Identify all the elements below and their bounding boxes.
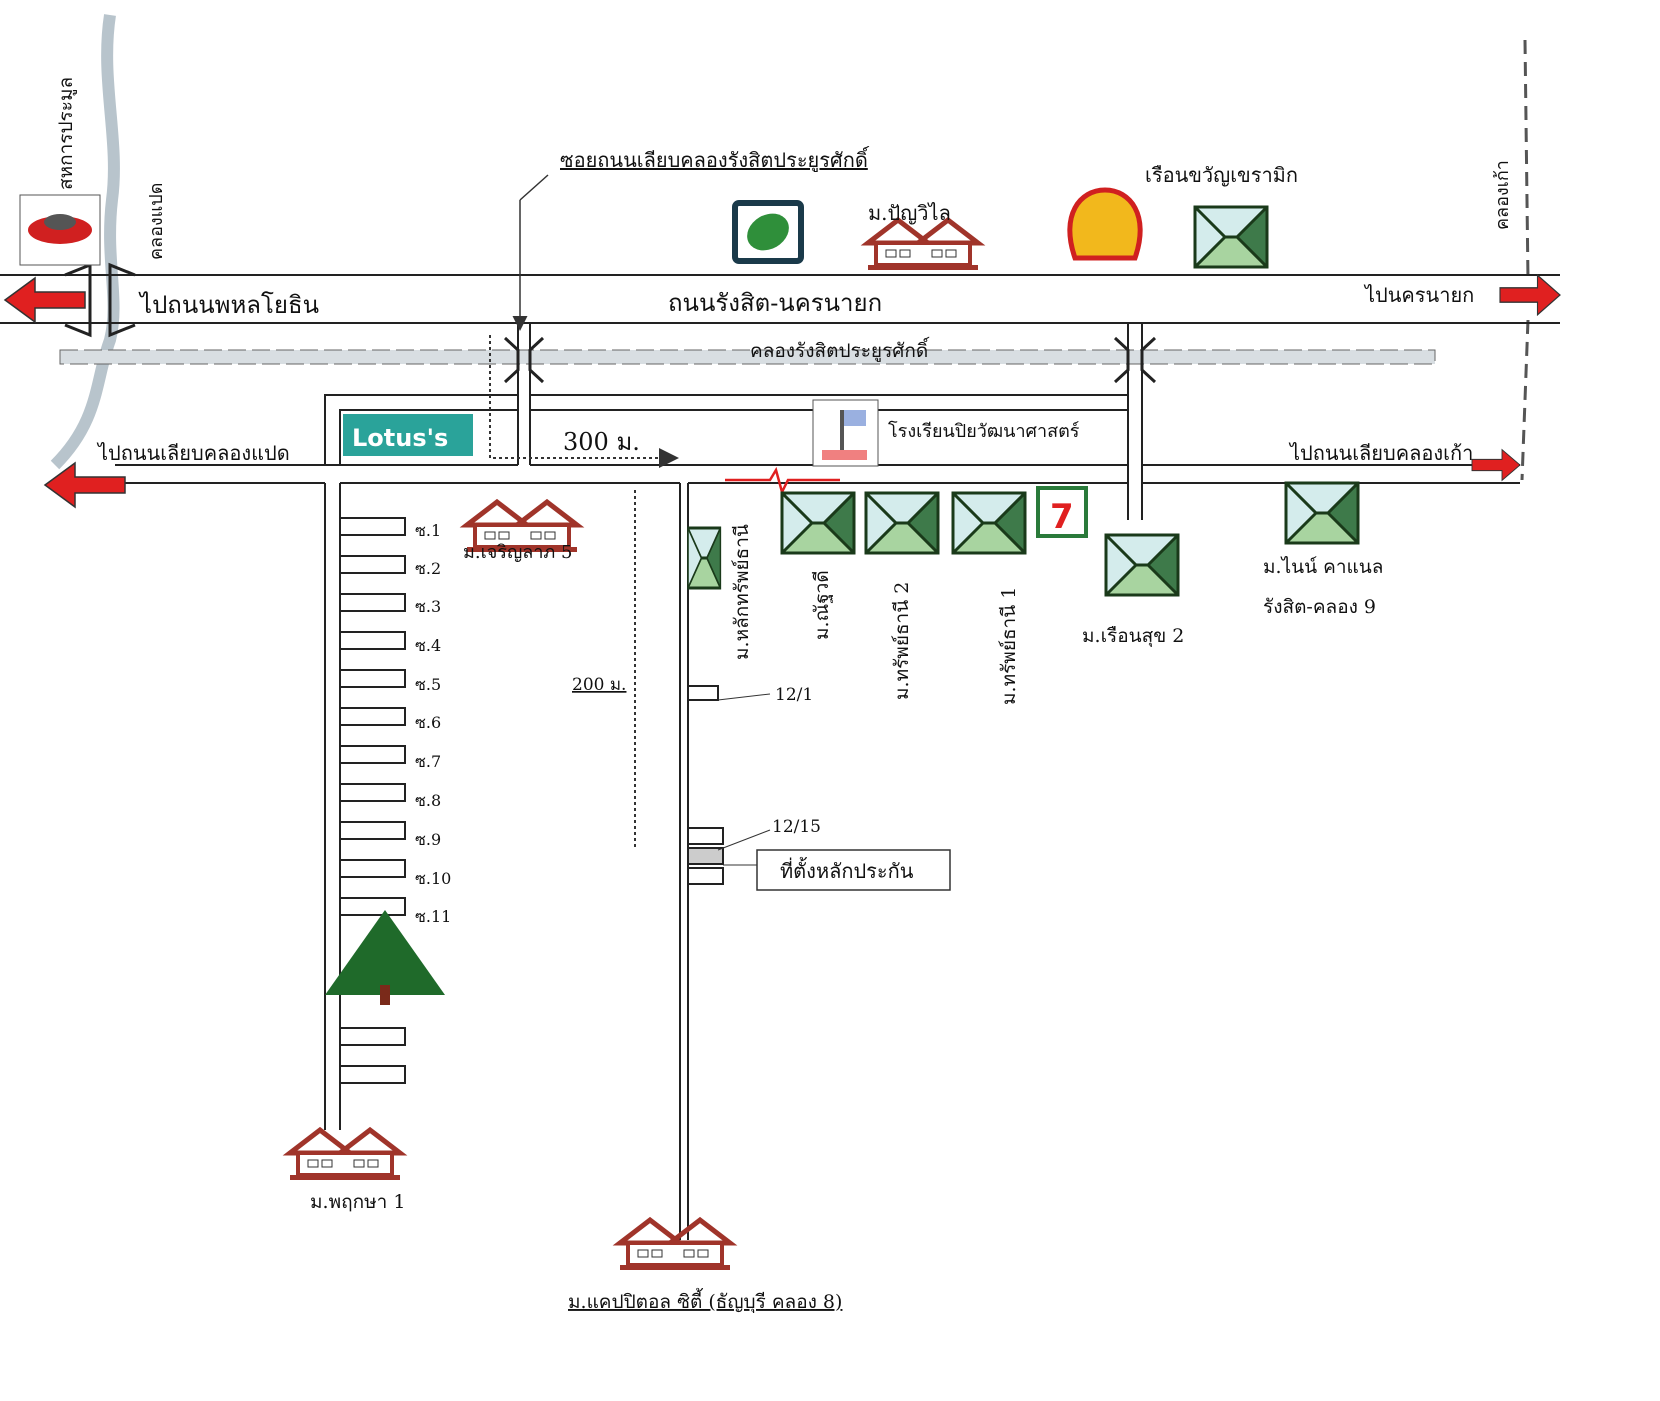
soi-label: ซ.8 [415,791,441,810]
soi-label: ซ.7 [415,752,441,771]
bangchak-logo-icon [732,200,804,264]
shell-logo-icon [1067,187,1143,261]
arrow-to-klong9-road [1471,449,1521,481]
soi-label: ซ.10 [415,869,451,888]
lak-sap-thani-label: ม.หลักทรัพย์ธานี [731,524,753,660]
house-icon [868,220,978,270]
car-auction-icon [19,194,101,266]
lotus-logo-icon [343,414,473,456]
soi-label: ซ.5 [415,675,441,694]
to-klong9-road-label: ไปถนนเลียบคลองเก้า [1288,441,1473,465]
charoen-lap-label: ม.เจริญลาภ 5 [463,542,572,563]
ruean-kwan-label: เรือนขวัญเขรามิก [1145,163,1298,187]
building-icon [686,526,722,590]
to-nakhon-nayok-label: ไปนครนายก [1363,283,1474,307]
soi-label: ซ.1 [415,521,441,540]
soi-label: ซ.4 [415,636,441,655]
house-icon [290,1130,400,1180]
nine-canal-label-1: ม.ไนน์ คาแนล [1263,556,1383,578]
building-icon [1284,481,1360,545]
soi-label: ซ.6 [415,713,441,732]
distance-200-label: 200 ม. [572,675,626,695]
to-phahon-label: ไปถนนพหลโยธิน [138,291,319,319]
collateral-label: ที่ตั้งหลักประกัน [780,857,914,883]
building-icon [780,491,856,555]
arrow-to-phahon [4,277,86,323]
house-icon [620,1220,730,1270]
break-mark [725,466,840,496]
soi-labels: ซ.1 ซ.2 ซ.3 ซ.4 ซ.5 ซ.6 ซ.7 ซ.8 ซ.9 ซ.10… [415,521,451,926]
canal-label: คลองรังสิตประยูรศักดิ์ [750,336,930,362]
klong8-label: คลองแปด [146,183,167,260]
sap-thani-2-label: ม.ทรัพย์ธานี 2 [891,582,913,700]
distance-300-label: 300 ม. [563,428,640,456]
nattawadee-label: ม.ณัฐวดี [811,570,833,640]
main-road-label: ถนนรังสิต-นครนายก [668,289,882,317]
soi-label: ซ.11 [415,907,451,926]
nine-canal-label-2: รังสิต-คลอง 9 [1263,596,1376,618]
lotus-label: Lotus's [352,424,448,452]
panya-wilai-label: ม.ปัญวิไล [868,201,951,225]
building-icon [951,491,1027,555]
klong9-label: คลองเก้า [1492,160,1513,230]
school-icon [812,399,879,467]
house-12-15-label: 12/15 [772,817,821,837]
arrow-to-nakhon-nayok [1499,274,1561,316]
soi-branches [340,517,406,1084]
soi-label: ซ.9 [415,830,441,849]
sap-thani-1-label: ม.ทรัพย์ธานี 1 [998,587,1020,705]
seven-eleven-icon: 7 [1036,486,1088,538]
collateral-box [756,849,951,891]
building-icon [1104,533,1180,597]
building-icon [864,491,940,555]
pruksa-label: ม.พฤกษา 1 [310,1191,405,1213]
house-12-1-label: 12/1 [775,685,813,705]
soi-label: ซ.2 [415,559,441,578]
soi-label: ซ.3 [415,597,441,616]
svg-text:7: 7 [1050,497,1074,537]
klong8-canal [50,14,120,470]
tree-icon [325,910,445,1005]
rangsit-canal [59,349,1436,365]
ruean-suk-label: ม.เรือนสุข 2 [1082,625,1184,648]
klong9-canal [1520,39,1530,481]
soi-canal-road-label: ซอยถนนเลียบคลองรังสิตประยูรศักดิ์ [560,145,870,173]
to-klong8-road-label: ไปถนนเลียบคลองแปด [96,441,290,465]
capital-city-label: ม.แคปปิตอล ซิตี้ (ธัญบุรี คลอง 8) [568,1288,842,1314]
auction-label: สหการประมูล [55,77,77,190]
building-icon [1193,205,1269,269]
school-label: โรงเรียนปิยวัฒนาศาสตร์ [888,420,1080,442]
arrow-to-klong8-road [44,462,126,508]
